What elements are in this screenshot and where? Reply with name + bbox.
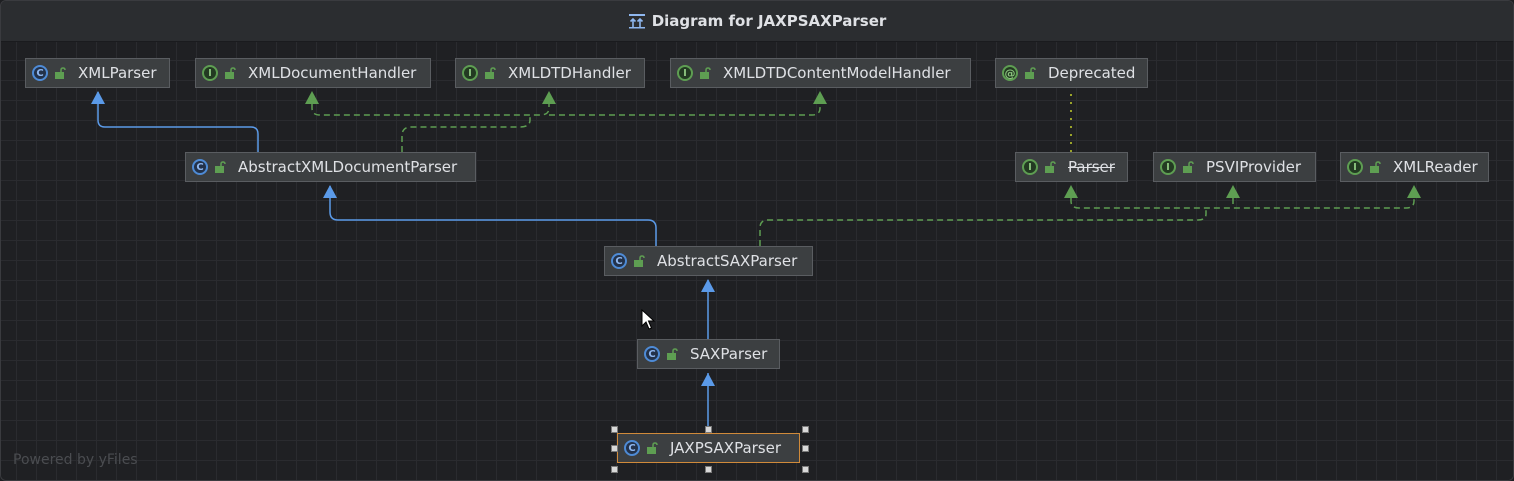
- title-bar: Diagram for JAXPSAXParser: [1, 1, 1513, 42]
- window-title: Diagram for JAXPSAXParser: [651, 12, 887, 30]
- resize-handle-bottom-right[interactable]: [802, 466, 809, 473]
- class-icon: C: [32, 65, 48, 81]
- resize-handle-top-right[interactable]: [802, 426, 809, 433]
- interface-icon: I: [202, 65, 218, 81]
- node-jaxpsaxparser[interactable]: C JAXPSAXParser: [617, 433, 800, 463]
- node-label: AbstractSAXParser: [657, 252, 798, 270]
- lock-open-icon: [1370, 161, 1381, 173]
- lock-open-icon: [485, 67, 496, 79]
- lock-open-icon: [55, 67, 66, 79]
- node-xmldocumenthandler[interactable]: I XMLDocumentHandler: [195, 58, 431, 88]
- lock-open-icon: [1045, 161, 1056, 173]
- node-label: Deprecated: [1048, 64, 1136, 82]
- interface-icon: I: [677, 65, 693, 81]
- lock-open-icon: [1183, 161, 1194, 173]
- arrowhead-xmldtdcontentmodelhandler: [813, 91, 827, 104]
- node-label: XMLDTDHandler: [508, 64, 631, 82]
- edge-group-abstractxmldocumentparser-implements: [311, 104, 821, 152]
- node-psviprovider[interactable]: I PSVIProvider: [1153, 152, 1316, 182]
- arrowhead-psviprovider: [1226, 185, 1240, 198]
- lock-open-icon: [215, 161, 226, 173]
- lock-open-icon: [1025, 67, 1036, 79]
- node-parser[interactable]: I Parser: [1015, 152, 1128, 182]
- resize-handle-bottom-left[interactable]: [611, 466, 618, 473]
- node-label: XMLDTDContentModelHandler: [723, 64, 951, 82]
- lock-open-icon: [647, 442, 658, 454]
- arrowhead-parser: [1064, 185, 1078, 198]
- node-label: AbstractXMLDocumentParser: [238, 158, 458, 176]
- node-xmldtdhandler[interactable]: I XMLDTDHandler: [455, 58, 645, 88]
- arrowhead-abstractxmldocumentparser: [323, 185, 337, 198]
- node-label: XMLDocumentHandler: [248, 64, 417, 82]
- lock-open-icon: [667, 348, 678, 360]
- class-icon: C: [611, 253, 627, 269]
- interface-icon: I: [1022, 159, 1038, 175]
- node-label: Parser: [1068, 158, 1115, 176]
- diagram-icon: [628, 14, 645, 29]
- resize-handle-left[interactable]: [611, 445, 618, 452]
- class-icon: C: [644, 346, 660, 362]
- resize-handle-top[interactable]: [705, 426, 712, 433]
- node-abstractxmldocumentparser[interactable]: C AbstractXMLDocumentParser: [185, 152, 476, 182]
- lock-open-icon: [700, 67, 711, 79]
- interface-icon: I: [1347, 159, 1363, 175]
- arrowhead-xmldtdhandler: [542, 91, 556, 104]
- node-abstractsaxparser[interactable]: C AbstractSAXParser: [604, 246, 813, 276]
- node-label: SAXParser: [690, 345, 768, 363]
- node-label: XMLParser: [78, 64, 157, 82]
- arrowhead-xmldocumenthandler: [305, 91, 319, 104]
- interface-icon: I: [462, 65, 478, 81]
- annotation-icon: @: [1002, 65, 1018, 81]
- node-xmlparser[interactable]: C XMLParser: [25, 58, 170, 88]
- edge-abstractsaxparser-extends-abstractxmldocumentparser: [329, 186, 657, 246]
- class-icon: C: [624, 440, 640, 456]
- resize-handle-bottom[interactable]: [705, 466, 712, 473]
- node-xmlreader[interactable]: I XMLReader: [1340, 152, 1489, 182]
- node-saxparser[interactable]: C SAXParser: [637, 339, 780, 369]
- mouse-cursor-icon: [641, 309, 655, 330]
- arrowhead-xmlparser: [91, 91, 105, 104]
- node-label: PSVIProvider: [1206, 158, 1302, 176]
- arrowhead-xmlreader: [1407, 185, 1421, 198]
- resize-handle-top-left[interactable]: [611, 426, 618, 433]
- node-label: XMLReader: [1393, 158, 1478, 176]
- edge-group-abstractsaxparser-implements: [759, 198, 1415, 246]
- node-deprecated[interactable]: @ Deprecated: [995, 58, 1148, 88]
- arrowhead-saxparser: [701, 373, 715, 386]
- lock-open-icon: [634, 255, 645, 267]
- node-xmldtdcontentmodelhandler[interactable]: I XMLDTDContentModelHandler: [670, 58, 971, 88]
- interface-icon: I: [1160, 159, 1176, 175]
- class-icon: C: [192, 159, 208, 175]
- watermark: Powered by yFiles: [13, 452, 138, 468]
- resize-handle-right[interactable]: [802, 445, 809, 452]
- arrowhead-abstractsaxparser: [701, 279, 715, 292]
- node-label: JAXPSAXParser: [670, 439, 782, 457]
- lock-open-icon: [225, 67, 236, 79]
- edge-abstractxmldocumentparser-extends-xmlparser: [97, 92, 259, 152]
